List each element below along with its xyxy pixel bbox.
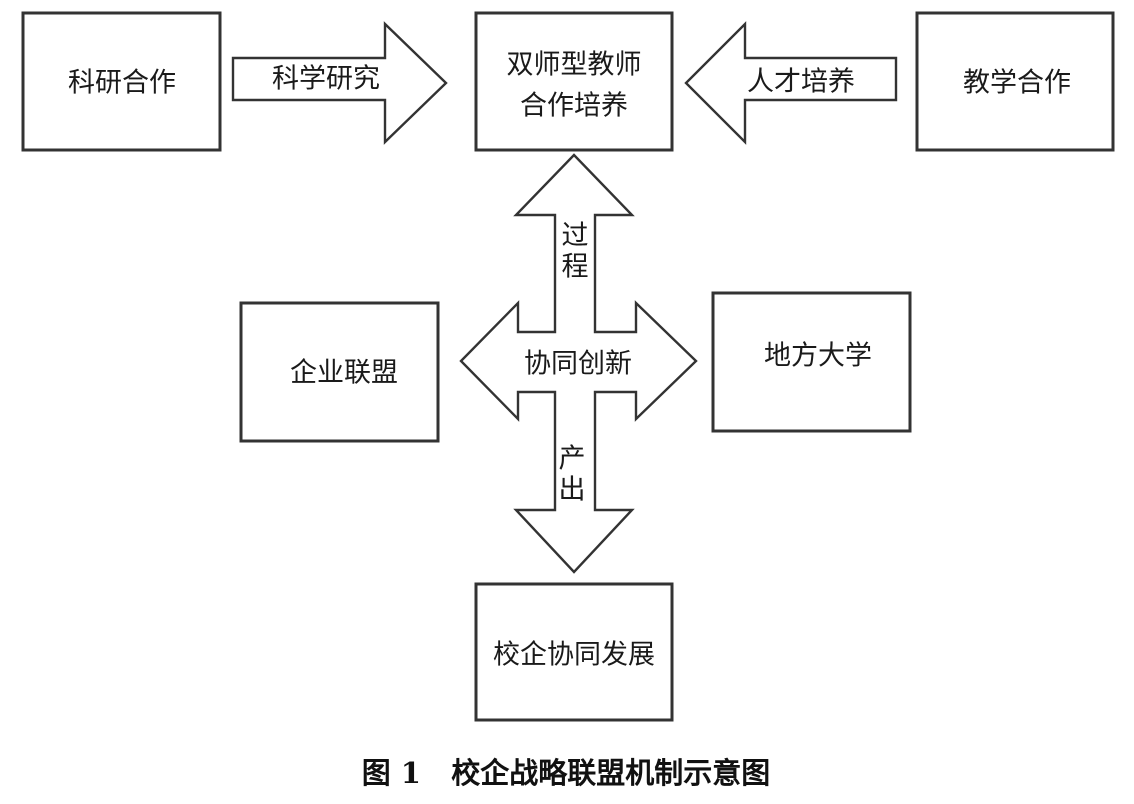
school-enterprise-development-box	[474, 582, 674, 722]
science-research-arrow-label: 科学研究	[272, 64, 380, 95]
teaching-cooperation-label: 教学合作	[963, 68, 1071, 99]
research-cooperation-box	[21, 11, 222, 152]
output-arrow-label-2: 出	[559, 475, 586, 506]
collaborative-innovation-label: 协同创新	[524, 349, 632, 380]
dual-teacher-label-line1: 双师型教师	[507, 50, 642, 81]
output-arrow-label-1: 产	[559, 444, 586, 475]
process-arrow-label-2: 程	[562, 252, 589, 283]
collaborative-innovation-arrow	[459, 153, 698, 574]
school-enterprise-development-label: 校企协同发展	[493, 640, 655, 671]
talent-cultivation-arrow	[684, 21, 898, 145]
science-research-arrow	[231, 21, 448, 145]
process-arrow-label-1: 过	[562, 221, 589, 252]
figure-caption: 图 1 校企战略联盟机制示意图	[362, 756, 771, 790]
research-cooperation-label: 科研合作	[68, 68, 176, 99]
local-university-box	[711, 291, 912, 433]
enterprise-alliance-label: 企业联盟	[290, 358, 398, 389]
dual-teacher-label-line2: 合作培养	[520, 91, 628, 122]
talent-cultivation-arrow-label: 人才培养	[747, 67, 855, 98]
enterprise-alliance-box	[239, 301, 440, 443]
teaching-cooperation-box	[915, 11, 1115, 152]
local-university-label: 地方大学	[764, 341, 872, 372]
dual-teacher-box	[474, 11, 674, 152]
